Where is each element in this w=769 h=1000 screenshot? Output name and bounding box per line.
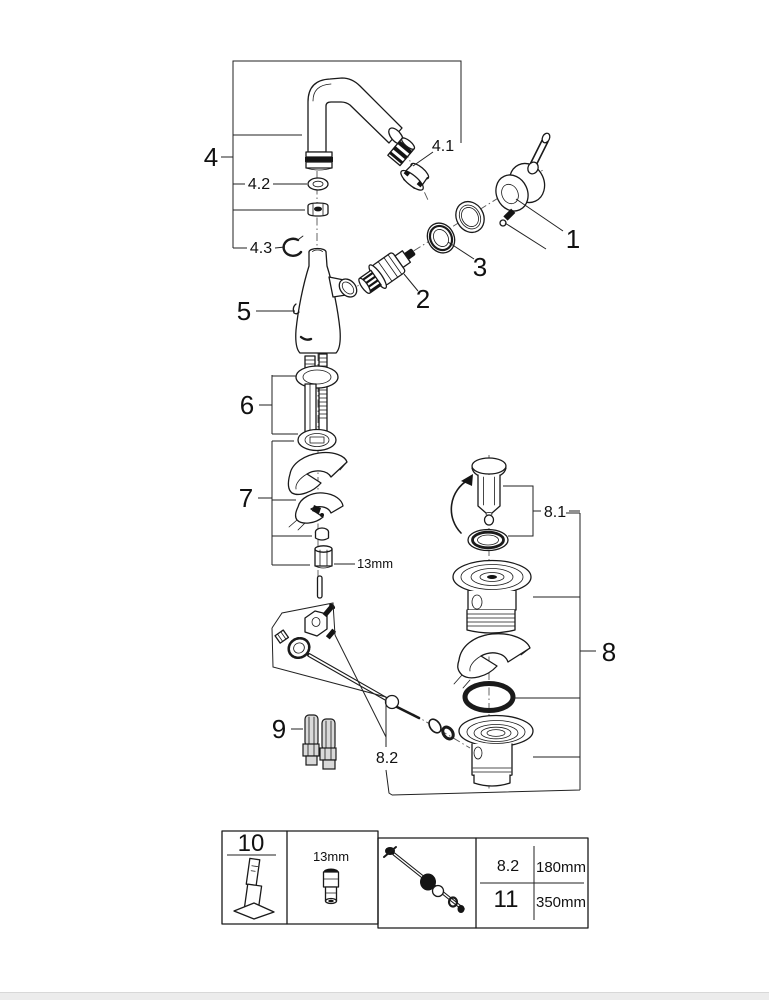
escutcheon-rings: [426, 200, 485, 254]
tool-ref-label: 10: [238, 830, 265, 857]
mounting-set: [287, 451, 348, 569]
drain-upper-body: [452, 559, 532, 634]
popup-linkage: [274, 575, 455, 741]
o-ring-spout: [307, 177, 329, 191]
callout-9: 9: [272, 714, 286, 744]
callout-labels: 4 4.1 4.2 4.3 1 3 2 5 6 7 13mm 8.1 8 9 8…: [204, 138, 616, 767]
cartridge: [358, 248, 416, 295]
callout-3: 3: [473, 252, 487, 282]
base-shank-set: [295, 353, 339, 452]
drain-clamp-wedge: [453, 633, 531, 689]
aerator-assembly: [387, 137, 430, 191]
legend-table-left: 10 13mm: [221, 830, 379, 925]
spout-nut: [307, 202, 329, 217]
callout-4-3: 4.3: [250, 240, 272, 257]
socket-tool-icon: [322, 868, 340, 905]
row-length-180: 180mm: [536, 859, 586, 876]
spout: [305, 77, 404, 171]
drain-o-ring: [462, 681, 516, 713]
callout-8-2: 8.2: [376, 750, 398, 767]
callout-4-1: 4.1: [432, 138, 454, 155]
popup-rod-icon: [383, 846, 465, 913]
callout-7: 7: [239, 483, 253, 513]
row-ref-8-2: 8.2: [497, 858, 519, 875]
callout-4-2: 4.2: [248, 176, 270, 193]
callout-8: 8: [602, 637, 616, 667]
wrench-size-label: 13mm: [357, 556, 393, 571]
callout-5: 5: [237, 296, 251, 326]
handle-assembly: [495, 132, 551, 227]
callout-6: 6: [240, 390, 254, 420]
callout-1: 1: [566, 224, 580, 254]
legend-table-right: 8.2 180mm 11 350mm: [377, 837, 589, 929]
row-length-350: 350mm: [536, 894, 586, 911]
faucet-body: [292, 247, 358, 354]
supply-hoses: [302, 714, 337, 770]
callout-4: 4: [204, 142, 218, 172]
callout-8-1: 8.1: [544, 504, 566, 521]
popup-plug: [450, 457, 509, 552]
callout-2: 2: [416, 284, 430, 314]
drain-lower-body: [458, 714, 534, 787]
footer-bar: [0, 992, 769, 1000]
leader-lines: [221, 60, 596, 796]
row-ref-11: 11: [494, 886, 519, 913]
installation-tool-icon: [233, 857, 275, 920]
retaining-clip: [282, 235, 304, 257]
socket-size-label: 13mm: [313, 849, 349, 864]
